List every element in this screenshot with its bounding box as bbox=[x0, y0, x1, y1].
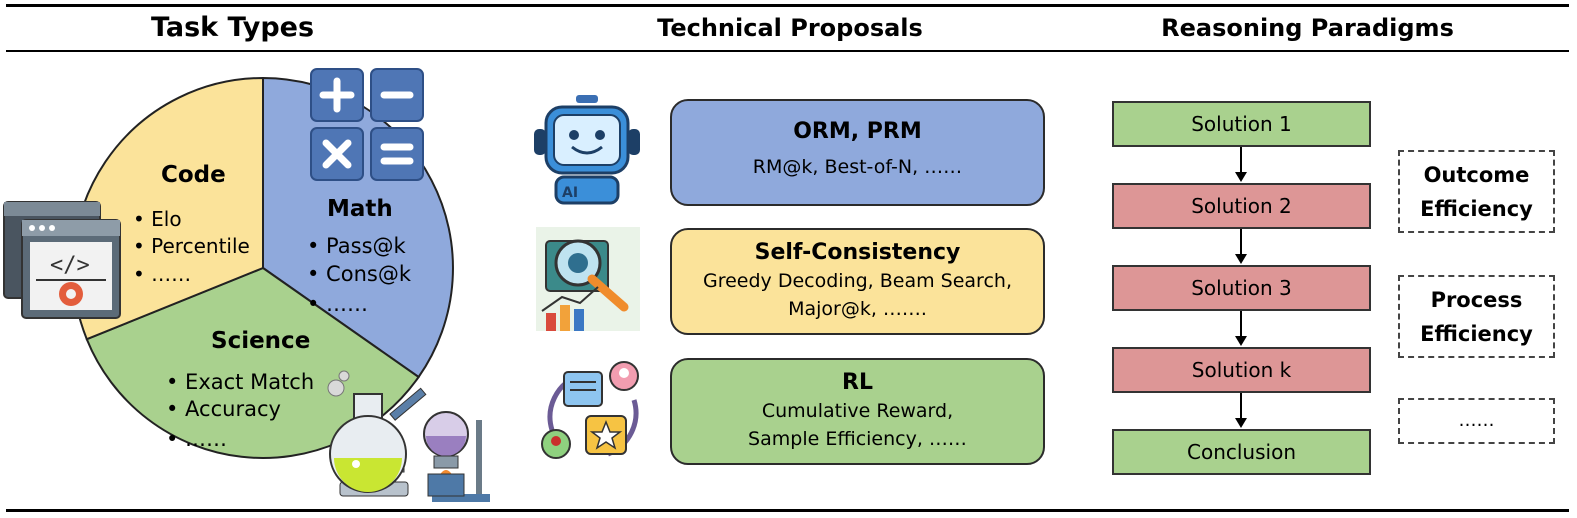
header-reasoning-paradigms: Reasoning Paradigms bbox=[1161, 14, 1454, 42]
code-item: • Percentile bbox=[133, 234, 250, 258]
code-title: Code bbox=[161, 162, 226, 188]
arrow-connector bbox=[1240, 229, 1242, 255]
arrow-head bbox=[1235, 418, 1247, 428]
arrow-connector bbox=[1240, 311, 1242, 337]
proposal-title: RL bbox=[842, 370, 873, 395]
science-title: Science bbox=[211, 328, 311, 354]
outcome-efficiency-box: Outcome Efficiency bbox=[1398, 150, 1555, 233]
header-technical-proposals: Technical Proposals bbox=[657, 14, 923, 42]
efficiency-label: Efficiency bbox=[1420, 196, 1533, 221]
proposal-title: Self-Consistency bbox=[754, 240, 961, 265]
bottom-rule bbox=[6, 509, 1569, 512]
efficiency-label: …… bbox=[1458, 410, 1495, 431]
feedback-cycle-icon bbox=[541, 361, 639, 459]
solution-box-k: Solution k bbox=[1112, 347, 1371, 393]
header-task-types: Task Types bbox=[150, 12, 315, 43]
arrow-connector bbox=[1240, 147, 1242, 173]
calculator-icon bbox=[310, 68, 424, 181]
arrow-head bbox=[1235, 172, 1247, 182]
arrow-head bbox=[1235, 336, 1247, 346]
top-rule bbox=[6, 4, 1569, 7]
code-window-icon: </> bbox=[3, 201, 121, 319]
proposal-line: Sample Efficiency, …… bbox=[748, 428, 967, 450]
arrow-head bbox=[1235, 254, 1247, 264]
magnifier-chart-icon bbox=[536, 227, 640, 331]
proposal-title: ORM, PRM bbox=[793, 119, 922, 144]
math-item: • Pass@k bbox=[307, 234, 406, 258]
math-item: • Cons@k bbox=[307, 262, 411, 286]
arrow-connector bbox=[1240, 393, 1242, 419]
science-item: • …… bbox=[166, 427, 228, 451]
more-efficiency-box: …… bbox=[1398, 398, 1555, 444]
svg-text:</>: </> bbox=[50, 253, 90, 278]
proposal-box-rl: RL Cumulative Reward, Sample Efficiency,… bbox=[670, 358, 1045, 465]
science-item: • Exact Match bbox=[166, 370, 315, 394]
proposal-line: Greedy Decoding, Beam Search, bbox=[703, 270, 1012, 292]
proposal-line: RM@k, Best-of-N, …… bbox=[752, 156, 963, 178]
conclusion-box: Conclusion bbox=[1112, 429, 1371, 475]
header-rule bbox=[6, 50, 1569, 52]
ai-robot-icon: AI bbox=[534, 95, 640, 205]
code-item: • …… bbox=[133, 262, 192, 286]
proposal-box-self-consistency: Self-Consistency Greedy Decoding, Beam S… bbox=[670, 228, 1045, 335]
proposal-box-orm-prm: ORM, PRM RM@k, Best-of-N, …… bbox=[670, 99, 1045, 206]
efficiency-label: Process bbox=[1430, 287, 1523, 312]
robot-badge: AI bbox=[562, 185, 578, 201]
proposal-line: Cumulative Reward, bbox=[761, 400, 954, 422]
code-item: • Elo bbox=[133, 207, 182, 231]
math-title: Math bbox=[327, 196, 393, 222]
math-item: • …… bbox=[307, 292, 369, 316]
science-item: • Accuracy bbox=[166, 397, 281, 421]
solution-box-3: Solution 3 bbox=[1112, 265, 1371, 311]
solution-box-1: Solution 1 bbox=[1112, 101, 1371, 147]
proposal-line: Major@k, ……. bbox=[788, 298, 927, 320]
efficiency-label: Efficiency bbox=[1420, 321, 1533, 346]
efficiency-label: Outcome bbox=[1423, 162, 1530, 187]
lab-flask-icon bbox=[327, 370, 490, 502]
solution-box-2: Solution 2 bbox=[1112, 183, 1371, 229]
process-efficiency-box: Process Efficiency bbox=[1398, 275, 1555, 358]
